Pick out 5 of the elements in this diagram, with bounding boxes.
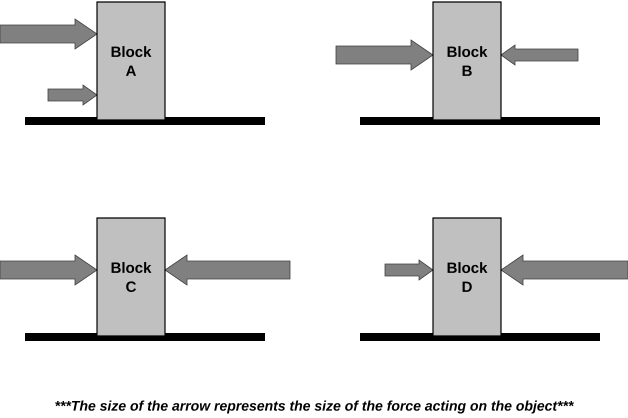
caption: ***The size of the arrow represents the size of the force acting on the object*** xyxy=(55,400,574,414)
block: Block A xyxy=(96,1,166,121)
block: Block C xyxy=(96,217,166,337)
block: Block B xyxy=(432,1,502,121)
block: Block D xyxy=(432,217,502,337)
